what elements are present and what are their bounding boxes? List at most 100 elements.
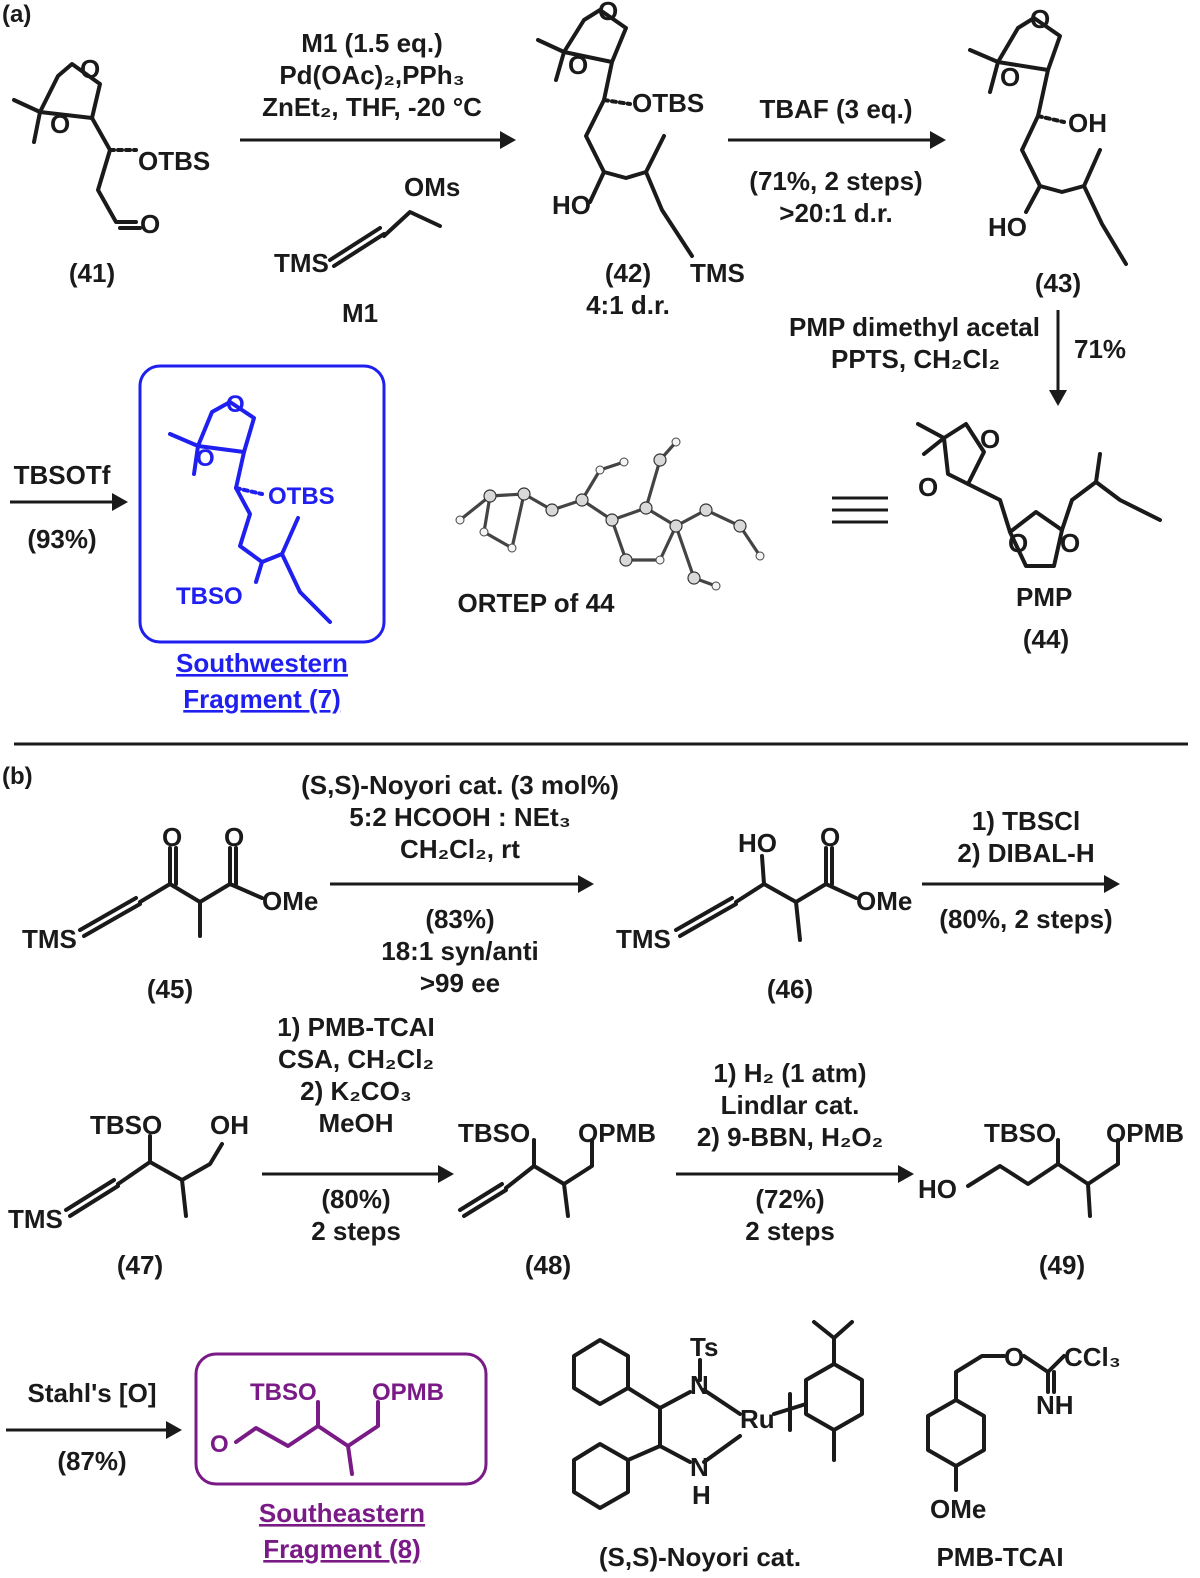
arrow-head [1104,875,1120,893]
atom-h: H [692,1480,711,1510]
arrow-head [166,1421,182,1439]
atom-o: O [50,109,70,139]
conditions-yield: 71% [1074,334,1126,364]
fragment-7-structure: O O OTBS TBSO [168,391,335,624]
noyori-catalyst-structure: Ts N Ru N H [572,1320,864,1510]
atom-o: O [1000,62,1020,92]
conditions-line: Lindlar cat. [721,1090,860,1120]
conditions-line: TBAF (3 eq.) [759,94,912,124]
atom-otbs: OTBS [632,88,704,118]
conditions-line: TBSOTf [14,460,111,490]
arrow-head [438,1165,454,1183]
fragment-7-caption: Southwestern Fragment (7) [176,648,348,714]
atom-ho: HO [738,828,777,858]
atom-o: O [196,445,215,472]
compound-47-structure: TBSO OH TMS [8,1110,249,1234]
arrow-head [930,131,946,149]
compound-44-structure: O O O O PMP [916,422,1162,612]
atom-ho: HO [988,212,1027,242]
conditions-line: (S,S)-Noyori cat. (3 mol%) [301,770,619,800]
atom-opmb: OPMB [1106,1118,1184,1148]
conditions-line: ZnEt₂, THF, -20 °C [262,92,482,122]
conditions-line: 5:2 HCOOH : NEt₃ [349,802,570,832]
atom-otbs: OTBS [268,483,335,510]
atom-o: O [1004,1342,1024,1372]
fragment-7-frame [138,364,386,644]
arrow-head [500,131,516,149]
atom-tbso: TBSO [250,1379,317,1406]
compound-48-structure: TBSO OPMB [458,1118,656,1218]
atom-o: O [598,0,618,26]
conditions-line: 1) PMB-TCAI [277,1012,434,1042]
conditions-line: CSA, CH₂Cl₂ [278,1044,434,1074]
conditions-line: 1) TBSCl [972,806,1080,836]
conditions-line: Stahl's [O] [28,1378,157,1408]
atom-o: O [226,391,245,418]
fragment-8-line2: Fragment (8) [263,1534,420,1564]
conditions-line: (87%) [57,1446,126,1476]
atom-o: O [820,822,840,852]
compound-42-label: (42) [605,258,651,288]
atom-n: N [690,1370,709,1400]
conditions-line: 18:1 syn/anti [381,936,539,966]
atom-tbso: TBSO [458,1118,530,1148]
conditions-line: 2 steps [311,1216,401,1246]
atom-o: O [568,50,588,80]
atom-tms: TMS [616,924,671,954]
ortep-caption: ORTEP of 44 [457,588,615,618]
conditions-line: (83%) [425,904,494,934]
compound-43-structure: O O OH HO [968,4,1128,266]
reagent-m1-structure: OMs TMS [274,172,460,278]
arrow-head [1049,390,1067,406]
compound-41-structure: O O OTBS O [12,54,210,239]
conditions-line: CH₂Cl₂, rt [400,834,520,864]
fragment-7-line1: Southwestern [176,648,348,678]
atom-ts: Ts [690,1332,718,1362]
fragment-8-frame [194,1352,488,1486]
conditions-line: PPTS, CH₂Cl₂ [831,344,1000,374]
atom-pmp: PMP [1016,582,1072,612]
reagent-m1-label: M1 [342,298,378,328]
fragment-8-structure: O TBSO OPMB [210,1379,444,1476]
compound-42-dr: 4:1 d.r. [586,290,670,320]
atom-opmb: OPMB [372,1379,444,1406]
conditions-line: PMP dimethyl acetal [789,312,1040,342]
conditions-line: 2) 9-BBN, H₂O₂ [697,1122,883,1152]
conditions-line: (71%, 2 steps) [749,166,922,196]
conditions-line: 2 steps [745,1216,835,1246]
arrow-head [898,1165,914,1183]
atom-tbso: TBSO [90,1110,162,1140]
conditions-line: 2) DIBAL-H [957,838,1094,868]
compound-45-label: (45) [147,974,193,1004]
conditions-line: >99 ee [420,968,500,998]
conditions-line: 1) H₂ (1 atm) [713,1058,866,1088]
atom-oh: OH [1068,108,1107,138]
atom-tms: TMS [690,258,745,288]
conditions-line: (80%) [321,1184,390,1214]
compound-41-label: (41) [69,258,115,288]
atom-ru: Ru [740,1404,775,1434]
atom-nh: NH [1036,1390,1074,1420]
atom-nh: N [690,1452,709,1482]
conditions-line: MeOH [318,1108,393,1138]
atom-o: O [224,822,244,852]
atom-o: O [1060,528,1080,558]
atom-o: O [140,209,160,239]
atom-ho: HO [918,1174,957,1204]
pmb-tcai-structure: O CCl₃ NH OMe [926,1342,1121,1524]
compound-47-label: (47) [117,1250,163,1280]
atom-otbs: OTBS [138,146,210,176]
conditions-line: 2) K₂CO₃ [300,1076,412,1106]
atom-ome: OMe [262,886,318,916]
atom-opmb: OPMB [578,1118,656,1148]
compound-46-label: (46) [767,974,813,1004]
atom-ccl3: CCl₃ [1064,1342,1121,1372]
atom-tms: TMS [22,924,77,954]
atom-ome: OMe [856,886,912,916]
compound-49-label: (49) [1039,1250,1085,1280]
noyori-label: (S,S)-Noyori cat. [599,1542,801,1572]
panel-b-label: (b) [2,763,33,790]
compound-45-structure: O O OMe TMS [22,822,318,954]
atom-o: O [1008,528,1028,558]
compound-44-label: (44) [1023,624,1069,654]
